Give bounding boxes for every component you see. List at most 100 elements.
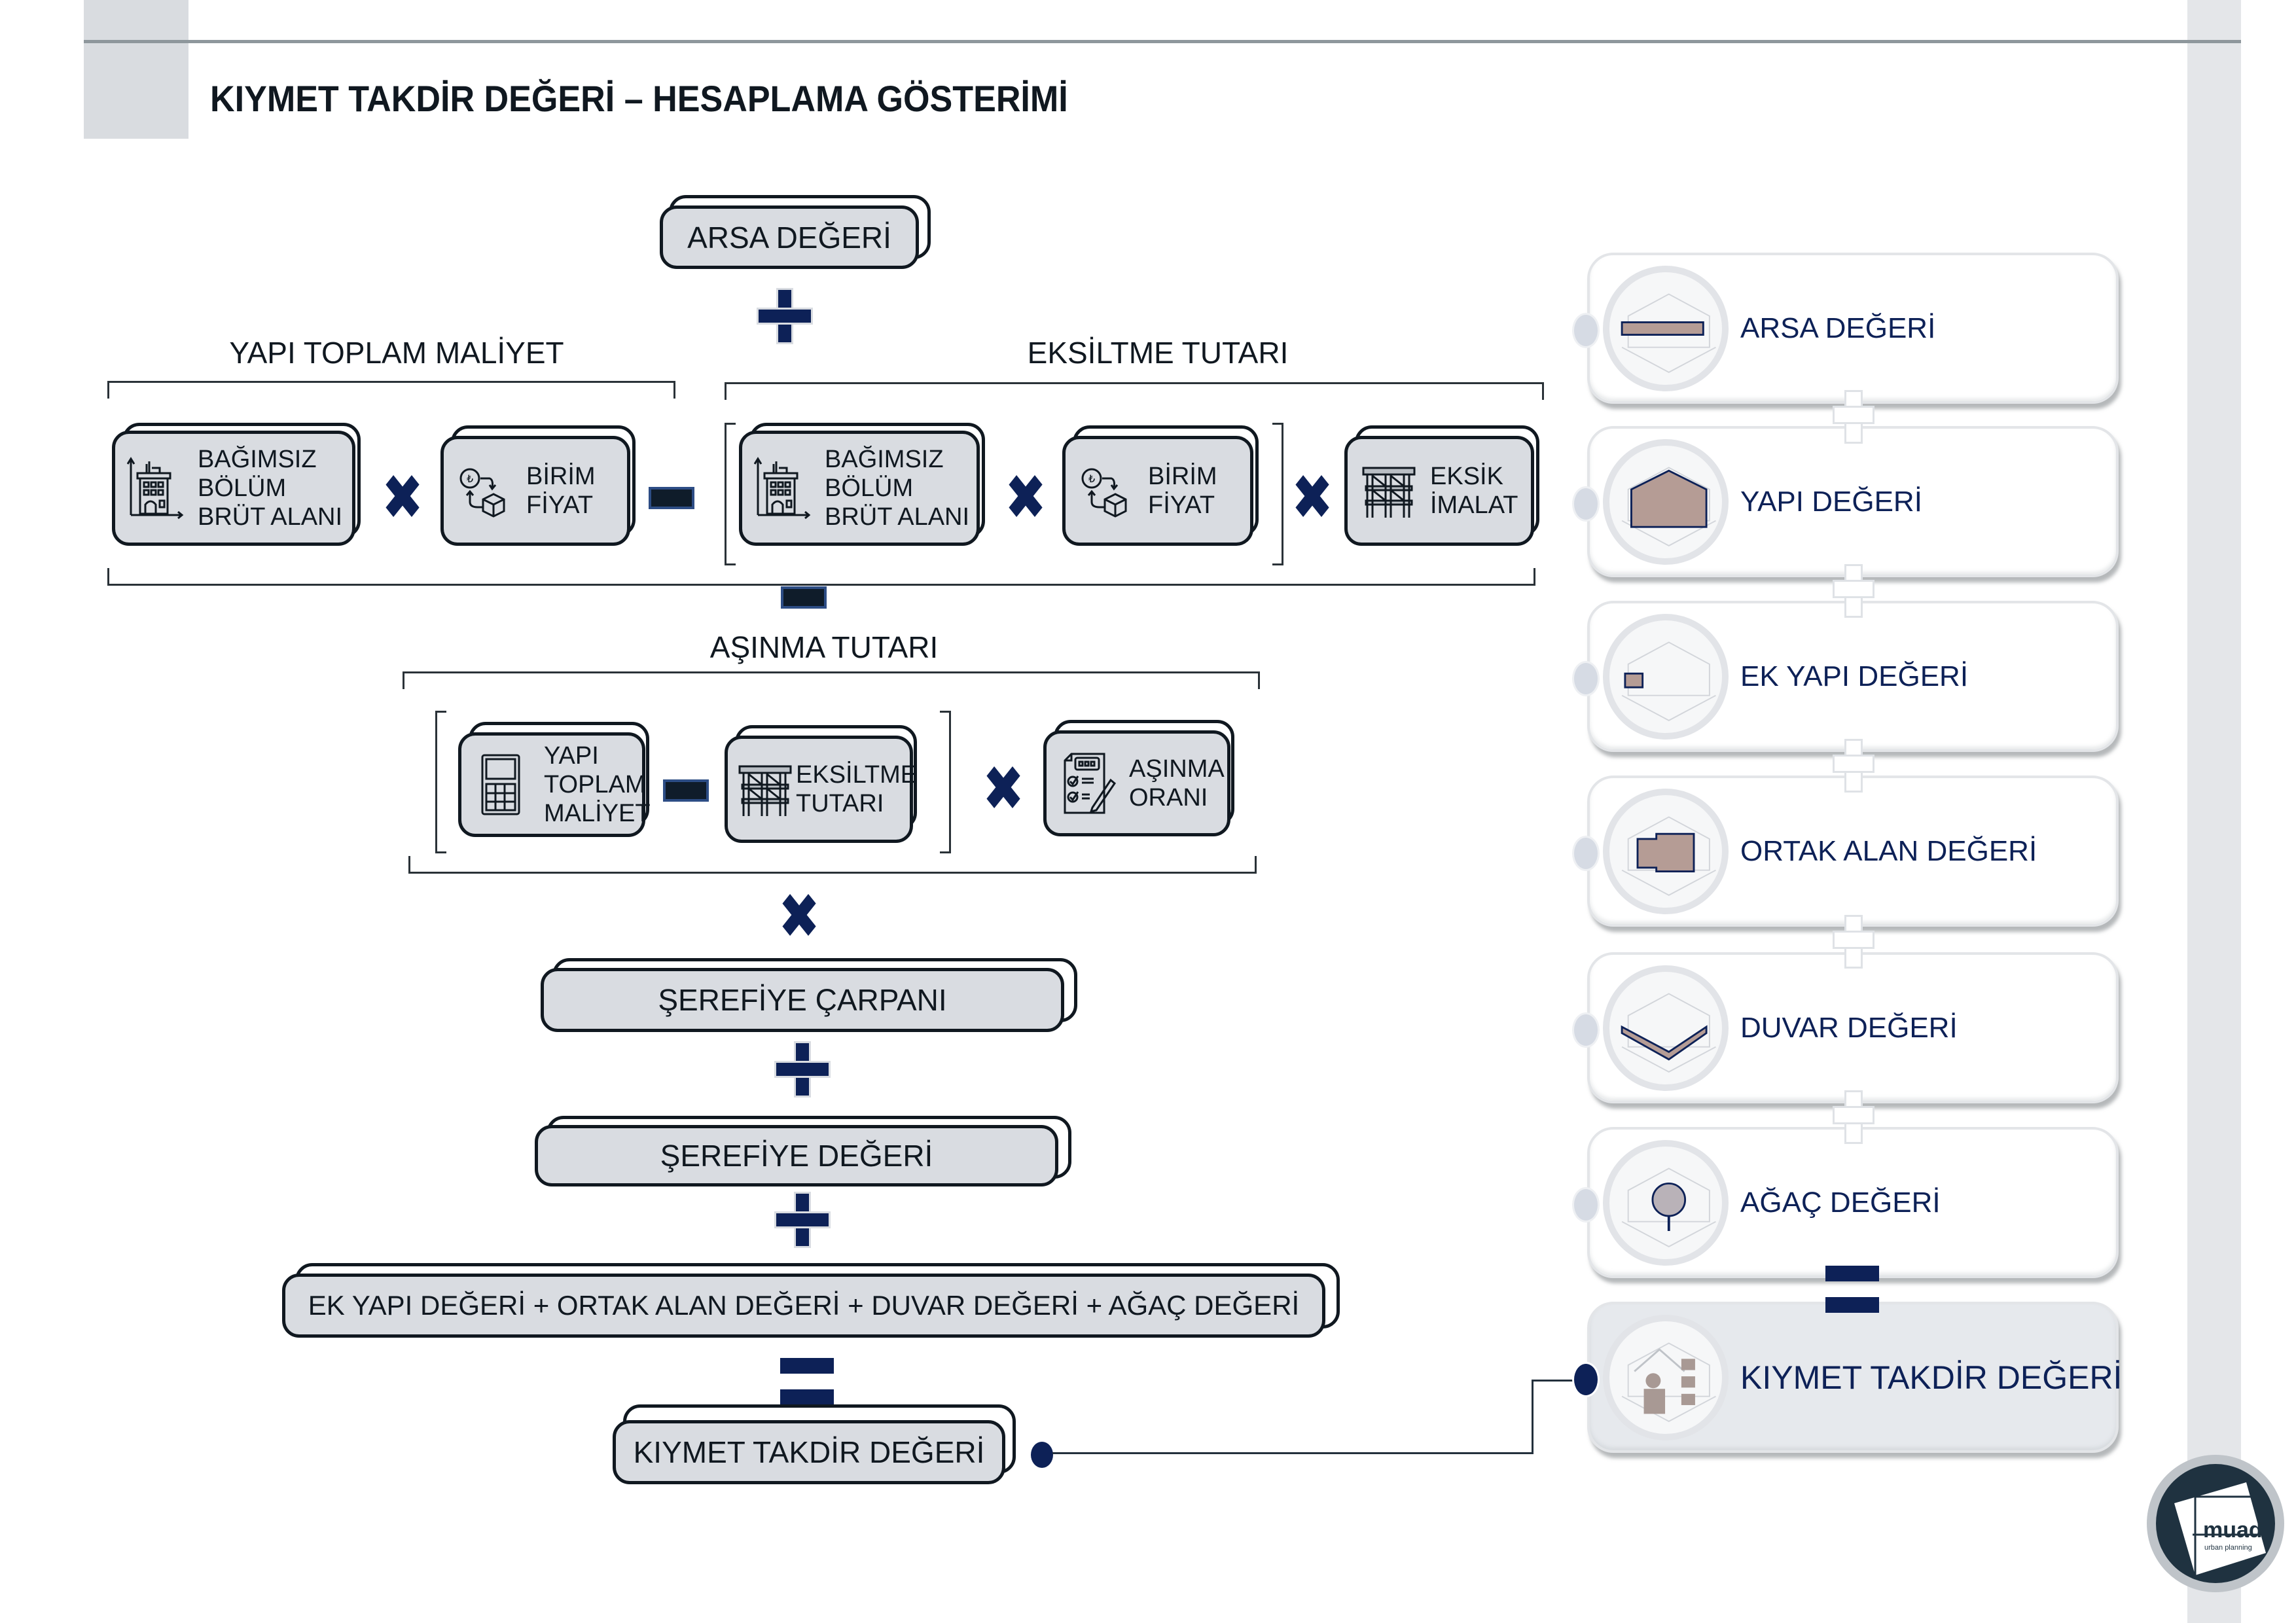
equals-icon bbox=[780, 1358, 834, 1406]
tree-highlight-icon bbox=[1603, 1140, 1729, 1266]
logo-mark-icon bbox=[2174, 1482, 2266, 1575]
result-connector-dot bbox=[1029, 1440, 1055, 1470]
connector-line bbox=[1052, 1452, 1533, 1454]
summary-card-label: EK YAPI DEĞERİ bbox=[1740, 660, 1969, 692]
logo-tagline: urban planning bbox=[2204, 1544, 2252, 1552]
box-label: EKSİLTME TUTARI bbox=[796, 761, 918, 817]
asinma-tutari-label: AŞINMA TUTARI bbox=[709, 630, 939, 664]
land-parcel-icon bbox=[1603, 266, 1729, 391]
appraiser-checklist-icon bbox=[1603, 1315, 1729, 1440]
summary-card-label: AĞAÇ DEĞERİ bbox=[1740, 1186, 1941, 1219]
eksiltme-inner-bracket-right bbox=[1272, 423, 1283, 565]
minus-icon bbox=[649, 487, 694, 509]
building-area-icon bbox=[754, 457, 811, 520]
connector-line bbox=[1532, 1380, 1584, 1382]
unit-price-icon: ₺ bbox=[459, 468, 505, 518]
eksiltme-inner-bracket-left bbox=[725, 423, 736, 565]
eksiltme-bagimsiz-bolum-box: BAĞIMSIZ BÖLÜM BRÜT ALANI bbox=[739, 423, 992, 546]
box-label: YAPI TOPLAM MALİYET bbox=[544, 742, 651, 827]
yapi-toplam-maliyet-label: YAPI TOPLAM MALİYET bbox=[229, 336, 564, 370]
annex-building-icon bbox=[1603, 614, 1729, 740]
minus-icon bbox=[663, 779, 709, 802]
arsa-degeri-box: ARSA DEĞERİ bbox=[660, 195, 935, 269]
times-icon: ✖ bbox=[778, 882, 821, 952]
header-rule bbox=[84, 40, 2241, 43]
serefiye-degeri-label: ŞEREFİYE DEĞERİ bbox=[660, 1139, 933, 1173]
asinma-eksiltme-tutari-box: EKSİLTME TUTARI bbox=[725, 725, 925, 843]
svg-text:₺: ₺ bbox=[467, 474, 473, 485]
asinma-inner-bracket-right bbox=[940, 711, 951, 853]
common-area-plan-icon bbox=[1603, 789, 1729, 914]
checklist-icon bbox=[1064, 753, 1117, 814]
summary-card-final: KIYMET TAKDİR DEĞERİ bbox=[1587, 1302, 2123, 1453]
summary-card-label: KIYMET TAKDİR DEĞERİ bbox=[1740, 1359, 2123, 1396]
muad-logo: muad urban planning bbox=[2147, 1455, 2284, 1592]
ek-degerler-box: EK YAPI DEĞERİ + ORTAK ALAN DEĞERİ + DUV… bbox=[282, 1263, 1340, 1338]
page-title: KIYMET TAKDİR DEĞERİ – HESAPLAMA GÖSTERİ… bbox=[210, 78, 1068, 119]
plus-connector-icon bbox=[1833, 390, 1874, 444]
card-connector-dot bbox=[1572, 1187, 1600, 1222]
yapi-birim-fiyat-box: ₺ BİRİM FİYAT bbox=[440, 425, 643, 546]
times-icon: ✖ bbox=[1004, 463, 1047, 533]
plus-icon bbox=[759, 290, 811, 342]
arsa-degeri-label: ARSA DEĞERİ bbox=[687, 220, 891, 255]
wall-highlight-icon bbox=[1603, 965, 1729, 1091]
eksiltme-tutari-label: EKSİLTME TUTARI bbox=[1027, 336, 1289, 370]
summary-card-label: YAPI DEĞERİ bbox=[1740, 485, 1922, 518]
box-label: BİRİM FİYAT bbox=[1148, 463, 1217, 519]
eksik-imalat-box: EKSİK İMALAT bbox=[1344, 425, 1547, 546]
box-label: BİRİM FİYAT bbox=[526, 463, 596, 519]
scaffold-icon bbox=[1362, 467, 1416, 518]
card-connector-dot bbox=[1572, 661, 1600, 696]
summary-card: DUVAR DEĞERİ bbox=[1587, 952, 2119, 1103]
plus-icon bbox=[776, 1194, 829, 1246]
times-icon: ✖ bbox=[982, 754, 1025, 824]
asinma-yapi-toplam-maliyet-box: YAPI TOPLAM MALİYET bbox=[458, 722, 657, 837]
plus-connector-icon bbox=[1833, 914, 1874, 969]
times-icon: ✖ bbox=[381, 463, 424, 533]
card-connector-dot bbox=[1572, 486, 1600, 522]
logo-name: muad bbox=[2203, 1518, 2263, 1543]
asinma-inner-bracket-left bbox=[435, 711, 446, 853]
scaffold-icon bbox=[738, 765, 792, 816]
connector-line bbox=[1532, 1380, 1534, 1454]
row1-bottom-bracket bbox=[107, 568, 1535, 586]
eksiltme-birim-fiyat-box: ₺ BİRİM FİYAT bbox=[1062, 425, 1266, 546]
times-icon: ✖ bbox=[1291, 463, 1334, 533]
building-area-icon bbox=[127, 457, 184, 520]
summary-card-label: DUVAR DEĞERİ bbox=[1740, 1011, 1958, 1044]
plus-connector-icon bbox=[1833, 739, 1874, 793]
asinma-bracket bbox=[403, 671, 1260, 689]
equals-icon bbox=[1825, 1266, 1879, 1314]
asinma-bottom-bracket bbox=[408, 856, 1257, 874]
eksiltme-bracket bbox=[725, 382, 1544, 400]
summary-card-label: ARSA DEĞERİ bbox=[1740, 312, 1936, 344]
summary-card: ARSA DEĞERİ bbox=[1587, 253, 2119, 404]
summary-card: EK YAPI DEĞERİ bbox=[1587, 601, 2119, 752]
result-label: KIYMET TAKDİR DEĞERİ bbox=[633, 1435, 985, 1469]
card-connector-dot bbox=[1572, 313, 1600, 348]
plus-icon bbox=[776, 1043, 829, 1096]
plus-connector-icon bbox=[1833, 564, 1874, 618]
yapi-toplam-bracket bbox=[107, 381, 675, 399]
asinma-orani-box: AŞINMA ORANI bbox=[1043, 720, 1242, 836]
svg-text:₺: ₺ bbox=[1088, 474, 1095, 485]
building-highlight-icon bbox=[1603, 439, 1729, 565]
summary-card: AĞAÇ DEĞERİ bbox=[1587, 1127, 2119, 1278]
summary-card: ORTAK ALAN DEĞERİ bbox=[1587, 776, 2119, 927]
serefiye-carpani-box: ŞEREFİYE ÇARPANI bbox=[541, 958, 1077, 1032]
calculator-icon bbox=[481, 754, 520, 815]
unit-price-icon: ₺ bbox=[1081, 468, 1127, 518]
summary-card-label: ORTAK ALAN DEĞERİ bbox=[1740, 834, 2037, 867]
yapi-bagimsiz-bolum-box: BAĞIMSIZ BÖLÜM BRÜT ALANI bbox=[112, 423, 367, 546]
header-accent-block bbox=[84, 0, 188, 139]
serefiye-degeri-box: ŞEREFİYE DEĞERİ bbox=[535, 1116, 1071, 1186]
card-connector-dot bbox=[1572, 836, 1600, 871]
box-label: AŞINMA ORANI bbox=[1129, 755, 1225, 812]
summary-card: YAPI DEĞERİ bbox=[1587, 426, 2119, 577]
box-label: BAĞIMSIZ BÖLÜM BRÜT ALANI bbox=[198, 446, 343, 531]
box-label: EKSİK İMALAT bbox=[1430, 463, 1518, 519]
kiymet-takdir-degeri-box: KIYMET TAKDİR DEĞERİ bbox=[613, 1404, 1018, 1484]
final-connector-dot bbox=[1572, 1362, 1600, 1397]
plus-connector-icon bbox=[1833, 1090, 1874, 1144]
